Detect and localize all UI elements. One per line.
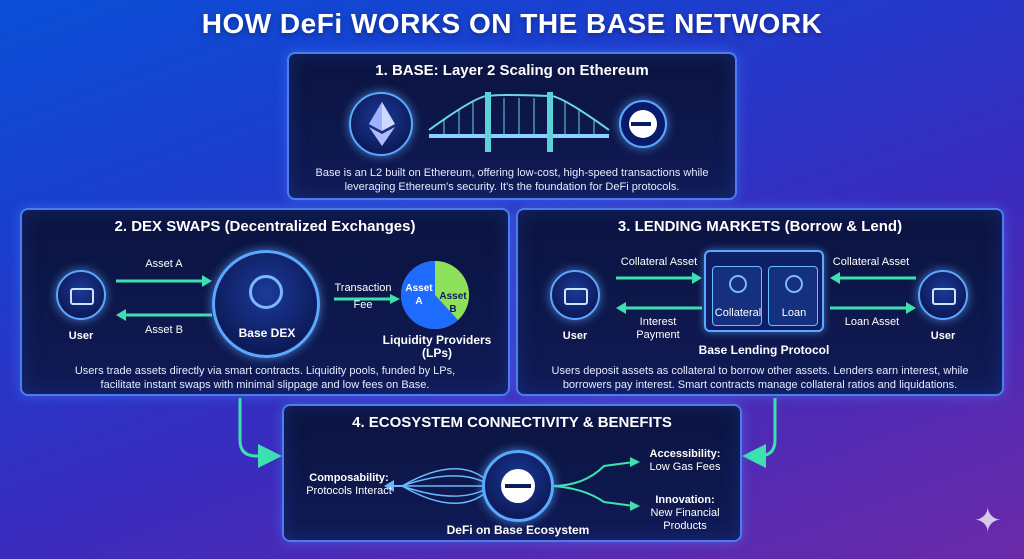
pie-asset-b-label: Asset B (439, 291, 467, 315)
wallet-icon (918, 270, 968, 320)
liquidity-providers-label: Liquidity Providers (LPs) (382, 333, 492, 360)
ecosystem-flow-lines (384, 457, 640, 511)
panel-ecosystem-title: 4. ECOSYSTEM CONNECTIVITY & BENEFITS (352, 414, 672, 431)
connector-right (742, 398, 777, 468)
asset-a-label: Asset A (145, 258, 183, 270)
asset-b-arrow (116, 309, 212, 321)
coin-icon (729, 275, 747, 293)
loan-asset-arrow (830, 302, 916, 314)
panel-dex-description: Users trade assets directly via smart co… (74, 365, 456, 391)
page-title: HOW DeFi WORKS ON THE BASE NETWORK (201, 8, 823, 39)
panel-lending-description: Users deposit assets as collateral to bo… (551, 365, 969, 391)
loan-vault: Loan (768, 266, 818, 326)
panel-base-layer2: 1. BASE: Layer 2 Scaling on Ethereum Bas… (287, 52, 737, 200)
innovation-label: Innovation: New Financial Products (650, 494, 720, 532)
liquidity-pool-pie (400, 260, 469, 330)
panel-base-title: 1. BASE: Layer 2 Scaling on Ethereum (375, 62, 649, 79)
collateral-asset-left-label: Collateral Asset (620, 256, 698, 268)
dex-swap-icon (249, 275, 283, 309)
base-logo-icon (619, 100, 667, 148)
lending-protocol-label: Base Lending Protocol (698, 343, 830, 357)
asset-b-label: Asset B (145, 324, 183, 336)
collateral-left-arrow (616, 272, 702, 284)
panel-dex-title: 2. DEX SWAPS (Decentralized Exchanges) (114, 218, 416, 235)
defi-hub-label: DeFi on Base Ecosystem (446, 523, 590, 537)
panel-lending-title: 3. LENDING MARKETS (Borrow & Lend) (617, 218, 903, 235)
defi-hub (482, 450, 554, 522)
composability-label: Composability: Protocols Interact (306, 472, 392, 497)
interest-arrow (616, 302, 702, 314)
collateral-right-arrow (830, 272, 916, 284)
panel-lending-markets: 3. LENDING MARKETS (Borrow & Lend) User … (516, 208, 1004, 396)
pie-asset-a-label: Asset A (405, 283, 433, 307)
dex-user-label: User (68, 330, 94, 342)
lending-protocol-box: Collateral Loan (704, 250, 824, 332)
accessibility-label: Accessibility: Low Gas Fees (649, 448, 721, 473)
transaction-fee-label: Transaction Fee (334, 282, 392, 311)
base-dex-hub: Base DEX (212, 250, 320, 358)
lending-user-left-label: User (562, 330, 588, 342)
connector-left (238, 398, 282, 468)
wallet-icon (550, 270, 600, 320)
bridge-icon (428, 92, 610, 152)
panel-base-description: Base is an L2 built on Ethereum, offerin… (315, 167, 709, 193)
asset-a-arrow (116, 275, 212, 287)
interest-payment-label: Interest Payment (636, 316, 680, 341)
ethereum-icon (349, 92, 413, 156)
panel-ecosystem: 4. ECOSYSTEM CONNECTIVITY & BENEFITS Com… (282, 404, 742, 542)
loan-asset-label: Loan Asset (844, 316, 900, 328)
collateral-asset-right-label: Collateral Asset (832, 256, 910, 268)
fee-arrow (334, 294, 400, 304)
panel-dex-swaps: 2. DEX SWAPS (Decentralized Exchanges) U… (20, 208, 510, 396)
lending-user-right-label: User (930, 330, 956, 342)
wallet-icon (56, 270, 106, 320)
collateral-vault: Collateral (712, 266, 762, 326)
money-bag-icon (785, 275, 803, 293)
sparkle-icon: ✦ (973, 502, 1003, 540)
